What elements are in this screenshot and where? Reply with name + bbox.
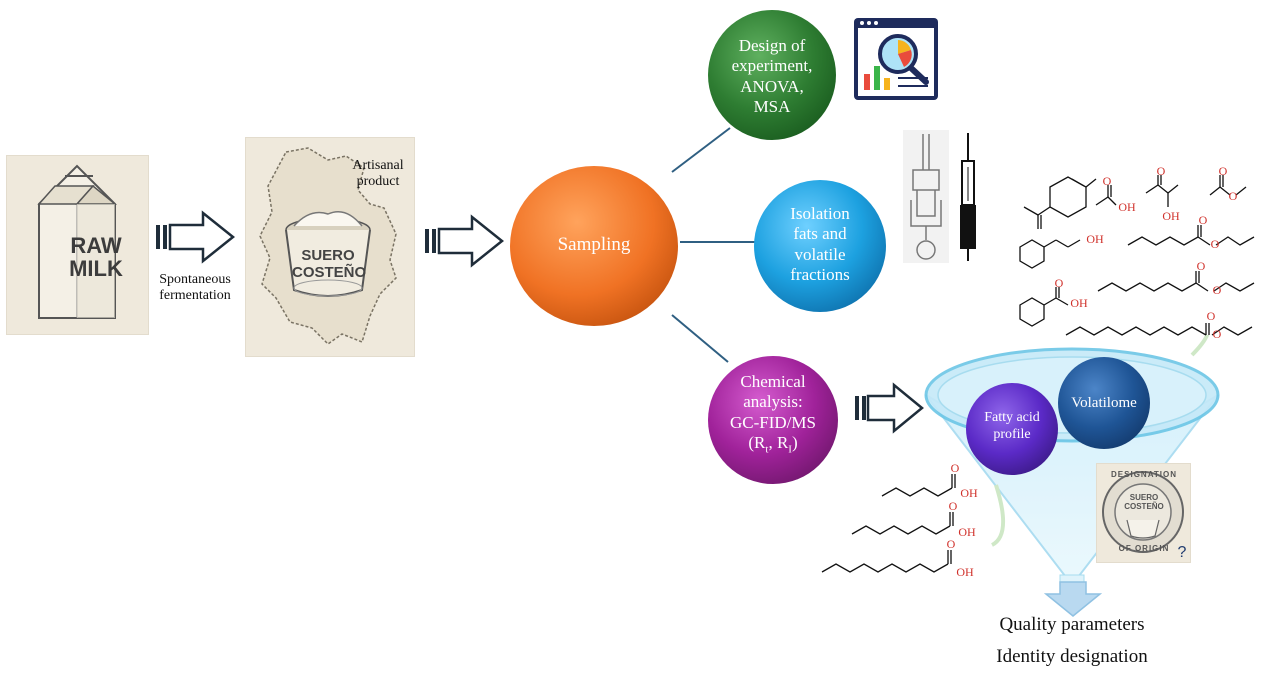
identity-designation-text: Identity designation: [996, 646, 1148, 667]
phenylethanol-oh-label: OH: [1086, 232, 1104, 246]
octanoate-ester-o-label: O: [1212, 283, 1222, 297]
chemical-line3: GC-FID/MS: [730, 412, 816, 432]
acetic-acid-structure: [1095, 185, 1117, 206]
decanoic-o-label: O: [946, 537, 956, 551]
ethyl-decanoate-structure: [1065, 323, 1253, 336]
decanoic-oh-label: OH: [956, 565, 974, 579]
methyl-acetate-structure: [1209, 175, 1247, 196]
volatile-compounds-structures: [1019, 175, 1255, 336]
colombia-map-icon: [259, 147, 397, 345]
methylacetate-o-label: O: [1218, 164, 1228, 178]
product-lid-text: SUERO COSTEÑO: [292, 247, 367, 281]
chemical-label: Chemical analysis: GC-FID/MS (Rt, RI): [706, 372, 840, 457]
isolation-circle: [754, 180, 886, 312]
spme-fiber-icon: [960, 133, 976, 261]
raw-milk-image: RAW MILK: [6, 155, 149, 335]
quality-parameters-text: Quality parameters: [999, 614, 1145, 635]
hexanoic-o-label: O: [950, 461, 960, 475]
raw-milk-text: RAW MILK: [61, 234, 131, 280]
analytics-icon: [854, 18, 938, 100]
distillation-apparatus-icon: [910, 134, 942, 260]
milk-text: MILK: [69, 256, 123, 282]
costeno-text: COSTEÑO: [292, 263, 367, 281]
fatty-acid-circle: [966, 383, 1058, 475]
phenylethanol-structure: [1019, 239, 1081, 269]
octanoate-o-label: O: [1196, 259, 1206, 273]
ethyl-hexanoate-structure: [1127, 225, 1255, 246]
limonene-structure: [1023, 176, 1097, 229]
ri-close: ): [791, 433, 798, 453]
designation-seal-image: DESIGNATION SUERO COSTEÑO OF ORIGIN: [1096, 463, 1191, 563]
decanoic-acid-structure: [821, 550, 952, 573]
methylacetate-ester-o-label: O: [1228, 189, 1238, 203]
artisanal-label: Artisanal product: [352, 158, 404, 190]
raw-text: RAW: [70, 233, 122, 258]
fatty-acid-structures: [821, 474, 956, 573]
ethyl-octanoate-structure: [1097, 271, 1255, 292]
octanoic-acid-structure: [851, 512, 954, 535]
acetoin-o-label: O: [1156, 164, 1166, 178]
decanoate-ester-o-label: O: [1212, 327, 1222, 341]
seal-question-mark: ?: [1177, 544, 1187, 561]
rt-open: (R: [748, 433, 766, 453]
connector-design: [671, 127, 731, 173]
suero-text: SUERO: [301, 247, 355, 264]
octanoic-o-label: O: [948, 499, 958, 513]
arrow-right-icon: [156, 210, 236, 264]
seal-center-text: SUERO COSTEÑO: [1119, 493, 1169, 512]
isolation-label: Isolation fats and volatile fractions: [790, 204, 850, 285]
chemical-line2: analysis:: [743, 392, 803, 412]
acetoin-structure: [1145, 175, 1179, 207]
artisanal-product-image: SUERO COSTEÑO Artisanal product: [245, 137, 415, 357]
volatilome-circle: [1058, 357, 1150, 449]
design-label: Design of experiment, ANOVA, MSA: [731, 36, 813, 117]
down-arrow-icon: [1044, 581, 1102, 617]
design-circle: [708, 10, 836, 140]
acetic-oh-label: OH: [1118, 200, 1136, 214]
hexanoate-ester-o-label: O: [1210, 237, 1220, 251]
ri-sub: I: [788, 443, 792, 456]
chemical-line1: Chemical: [740, 372, 806, 391]
acetoin-oh-label: OH: [1162, 209, 1180, 223]
benzoic-o-label: O: [1054, 276, 1064, 290]
seal-costeno: COSTEÑO: [1124, 501, 1164, 511]
hexanoic-oh-label: OH: [960, 486, 978, 500]
seal-bottom-text: OF ORIGIN: [1118, 544, 1170, 553]
arrow-right-icon: [425, 214, 505, 268]
fermentation-label: Spontaneous fermentation: [159, 272, 231, 304]
seal-suero: SUERO: [1129, 493, 1159, 502]
fatty-acid-label: Fatty acid profile: [984, 410, 1040, 442]
sampling-circle: [510, 166, 678, 326]
acetic-o-label: O: [1102, 174, 1112, 188]
connector-chemical: [671, 314, 729, 363]
arrow-right-icon: [855, 382, 924, 434]
seal-top-text: DESIGNATION: [1111, 470, 1177, 479]
chemical-circle: [708, 356, 838, 484]
volatilome-label: Volatilome: [1071, 395, 1137, 411]
chemical-line4: (Rt, RI): [706, 433, 840, 457]
hexanoate-o-label: O: [1198, 213, 1208, 227]
milk-carton-icon: [37, 164, 118, 319]
benzoic-oh-label: OH: [1070, 296, 1088, 310]
octanoic-oh-label: OH: [958, 525, 976, 539]
benzoic-acid-structure: [1019, 287, 1069, 327]
glassware-image: [903, 130, 949, 263]
hexanoic-acid-structure: [881, 474, 956, 497]
seal-icon: [1102, 471, 1184, 553]
ri-sep: , R: [768, 433, 789, 453]
sampling-label: Sampling: [557, 234, 631, 255]
rt-sub: t: [765, 443, 769, 456]
decanoate-o-label: O: [1206, 309, 1216, 323]
